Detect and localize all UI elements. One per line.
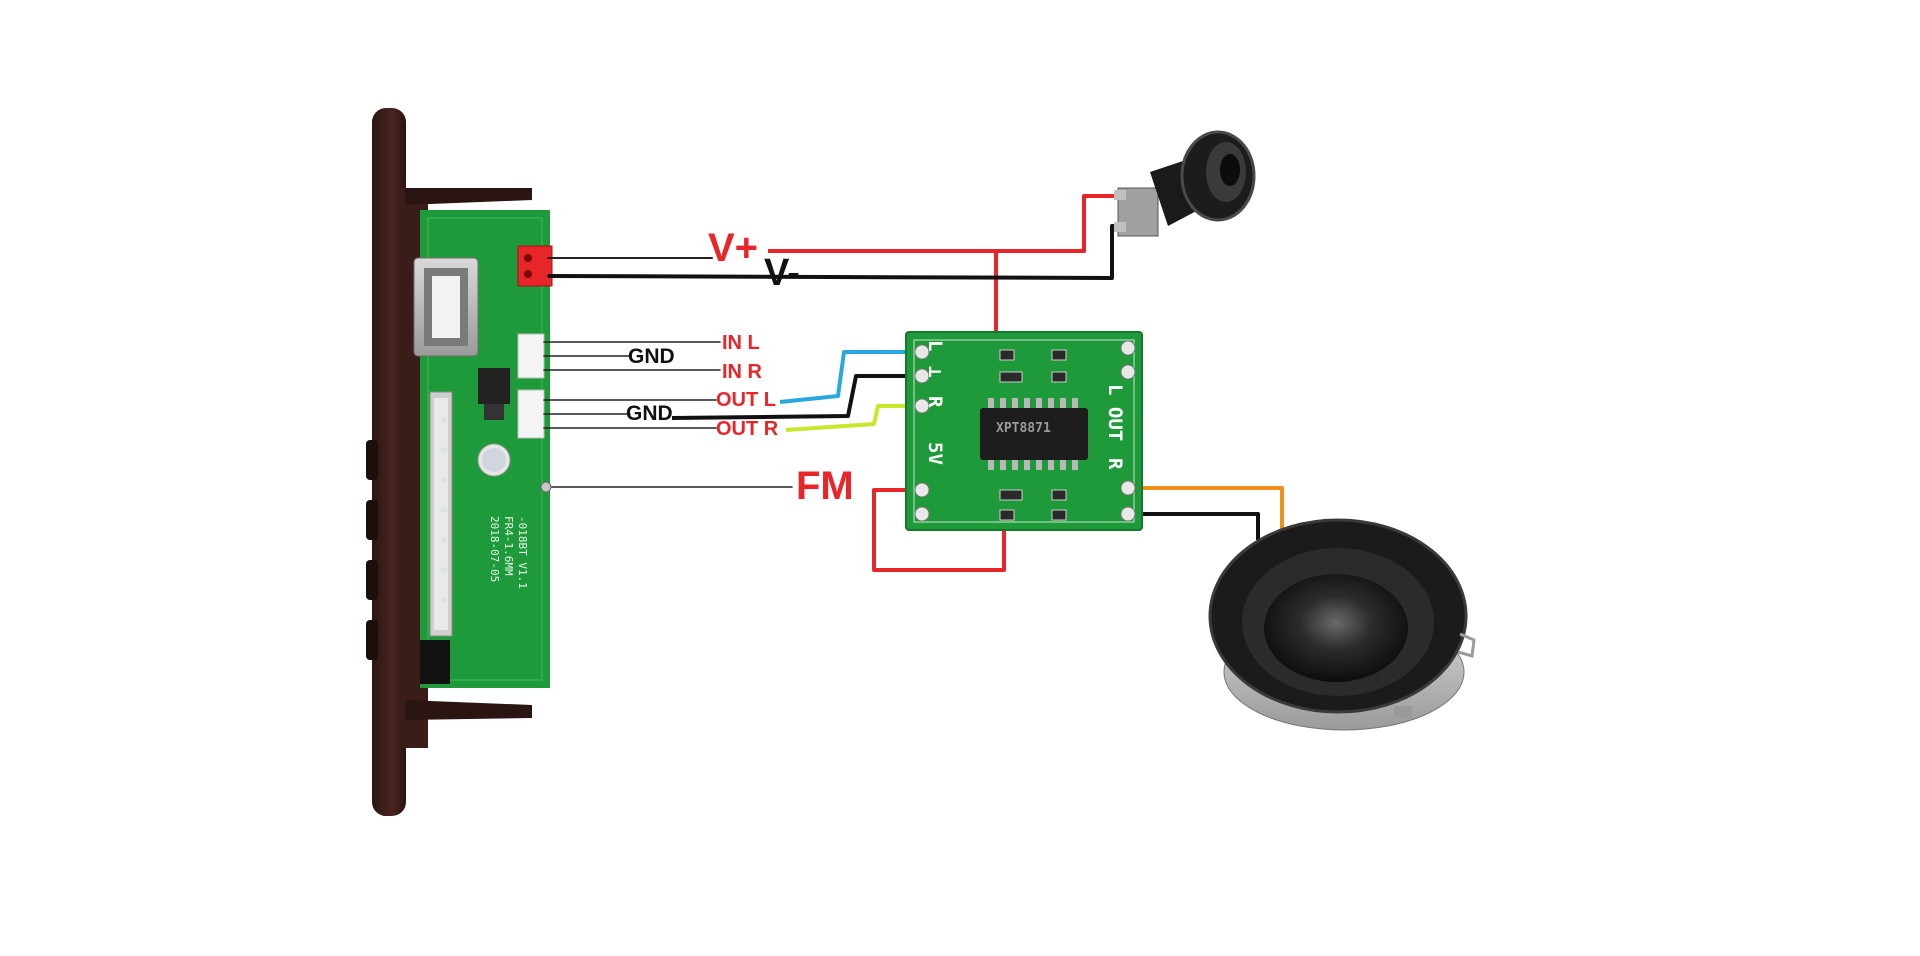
amp-chip-marking: XPT8871: [996, 421, 1051, 436]
amp-in-left-silk: L: [924, 340, 946, 352]
out-right-wire[interactable]: [785, 404, 922, 432]
in-right-label: IN R: [722, 361, 762, 383]
amp-out-left-silk: L OUT: [1104, 384, 1126, 442]
fm-label: FM: [796, 464, 854, 508]
module-silk-line-3: 2018-07-05: [488, 516, 501, 583]
speaker-plus-wire[interactable]: [1128, 486, 1284, 530]
amp-out-right-minus-pad: [1120, 506, 1136, 522]
amp-out-right-silk: R: [1104, 458, 1126, 470]
amp-in-right-silk: R: [924, 396, 946, 408]
vminus-label: V-: [764, 252, 800, 294]
amp-in-gnd-pad: [914, 368, 930, 384]
out-gnd-wire[interactable]: [671, 374, 922, 420]
speaker-cone: [1264, 574, 1408, 682]
amp-in-gnd-silk: ⊥: [924, 366, 946, 378]
module-silk-line-2: FR4-1.6MM: [502, 516, 515, 576]
gnd-out-label: GND: [626, 402, 673, 425]
out-right-label: OUT R: [716, 418, 779, 440]
amp-out-right-plus-pad: [1120, 480, 1136, 496]
out-left-wire[interactable]: [779, 350, 922, 404]
amp-in-right-pad: [914, 398, 930, 414]
input-header: [517, 333, 545, 379]
amplifier-board: [905, 331, 1143, 531]
fm-antenna-pad: [540, 481, 552, 493]
vplus-wire: [768, 194, 1126, 253]
mounting-clip-bottom: [405, 700, 532, 720]
speaker: [1208, 518, 1476, 731]
in-left-label: IN L: [722, 332, 760, 354]
dc-power-jack: [1114, 130, 1256, 237]
power-wires: [547, 194, 1126, 338]
supply-loop-wire[interactable]: [872, 488, 1006, 572]
out-left-label: OUT L: [716, 389, 776, 411]
module-silk-line-1: -018BT V1.1: [516, 516, 529, 589]
power-header: [517, 245, 553, 287]
output-header: [517, 389, 545, 439]
amp-in-left-pad: [914, 344, 930, 360]
amp-supply-plus-pad: [914, 482, 930, 498]
speaker-minus-wire[interactable]: [1128, 512, 1260, 540]
amp-supply-silk: 5V: [924, 442, 946, 465]
amp-chip: [980, 408, 1088, 460]
bluetooth-mp3-module: [366, 108, 553, 816]
module-front-panel: [372, 108, 406, 816]
gnd-in-label: GND: [628, 345, 675, 368]
amp-supply-minus-pad: [914, 506, 930, 522]
vplus-label: V+: [708, 226, 759, 270]
mounting-clip-top: [405, 188, 532, 205]
